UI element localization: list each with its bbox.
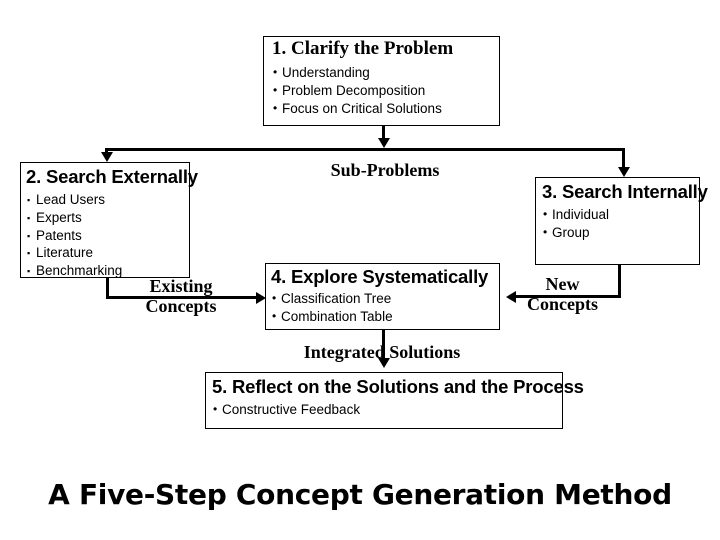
label-integrated-solutions: Integrated Solutions xyxy=(303,342,461,362)
page-title: A Five-Step Concept Generation Method xyxy=(48,478,672,511)
list-item: Focus on Critical Solutions xyxy=(273,100,442,118)
list-item: Patents xyxy=(27,227,122,245)
step-4-bullets: Classification Tree Combination Table xyxy=(272,290,393,326)
connector-step2-to-step4 xyxy=(106,296,258,299)
label-sub-problems: Sub-Problems xyxy=(330,160,440,180)
step-5-title: 5. Reflect on the Solutions and the Proc… xyxy=(212,376,584,397)
list-item: Understanding xyxy=(273,64,442,82)
step-3-title: 3. Search Internally xyxy=(542,181,708,202)
label-existing-concepts-line1: Existing xyxy=(149,276,213,296)
arrow-left-icon xyxy=(506,290,516,303)
arrow-down-icon xyxy=(617,167,630,177)
arrow-down-icon xyxy=(100,152,113,162)
list-item: Problem Decomposition xyxy=(273,82,442,100)
list-item: Classification Tree xyxy=(272,290,393,308)
step-4-title: 4. Explore Systematically xyxy=(271,266,489,287)
connector-step2-down xyxy=(106,278,109,299)
list-item: Combination Table xyxy=(272,308,393,326)
step-3-bullets: Individual Group xyxy=(543,206,609,242)
list-item: Individual xyxy=(543,206,609,224)
step-5-box[interactable]: 5. Reflect on the Solutions and the Proc… xyxy=(205,372,584,429)
label-new-concepts: New Concepts xyxy=(515,274,610,314)
label-new-concepts-line1: New xyxy=(545,274,580,294)
step-1-title: 1. Clarify the Problem xyxy=(272,38,454,59)
list-item: Experts xyxy=(27,209,122,227)
step-2-title: 2. Search Externally xyxy=(26,166,198,187)
label-existing-concepts-line2: Concepts xyxy=(145,296,217,317)
connector-step1-down xyxy=(382,126,385,142)
list-item: Literature xyxy=(27,244,122,262)
connector-step3-down xyxy=(618,265,621,298)
step-4-box[interactable]: 4. Explore Systematically Classification… xyxy=(265,263,500,330)
step-2-bullets: Lead Users Experts Patents Literature Be… xyxy=(27,191,122,280)
arrow-right-icon xyxy=(256,291,266,304)
arrow-down-icon xyxy=(377,138,390,148)
step-1-bullets: Understanding Problem Decomposition Focu… xyxy=(273,64,442,117)
list-item: Constructive Feedback xyxy=(213,401,360,419)
label-new-concepts-line2: Concepts xyxy=(527,294,598,315)
arrow-down-icon xyxy=(377,358,390,368)
label-existing-concepts: Existing Concepts xyxy=(125,276,237,316)
connector-step4-down xyxy=(382,330,385,363)
step-1-box[interactable]: 1. Clarify the Problem Understanding Pro… xyxy=(263,36,500,126)
list-item: Group xyxy=(543,224,609,242)
step-3-box[interactable]: 3. Search Internally Individual Group xyxy=(535,177,708,265)
step-2-box[interactable]: 2. Search Externally Lead Users Experts … xyxy=(20,162,198,280)
step-5-bullets: Constructive Feedback xyxy=(213,401,360,419)
list-item: Lead Users xyxy=(27,191,122,209)
connector-step3-to-step4 xyxy=(516,295,621,298)
connector-bus-horizontal xyxy=(105,148,625,151)
list-item: Benchmarking xyxy=(27,262,122,280)
connector-bus-to-step3 xyxy=(622,148,625,172)
